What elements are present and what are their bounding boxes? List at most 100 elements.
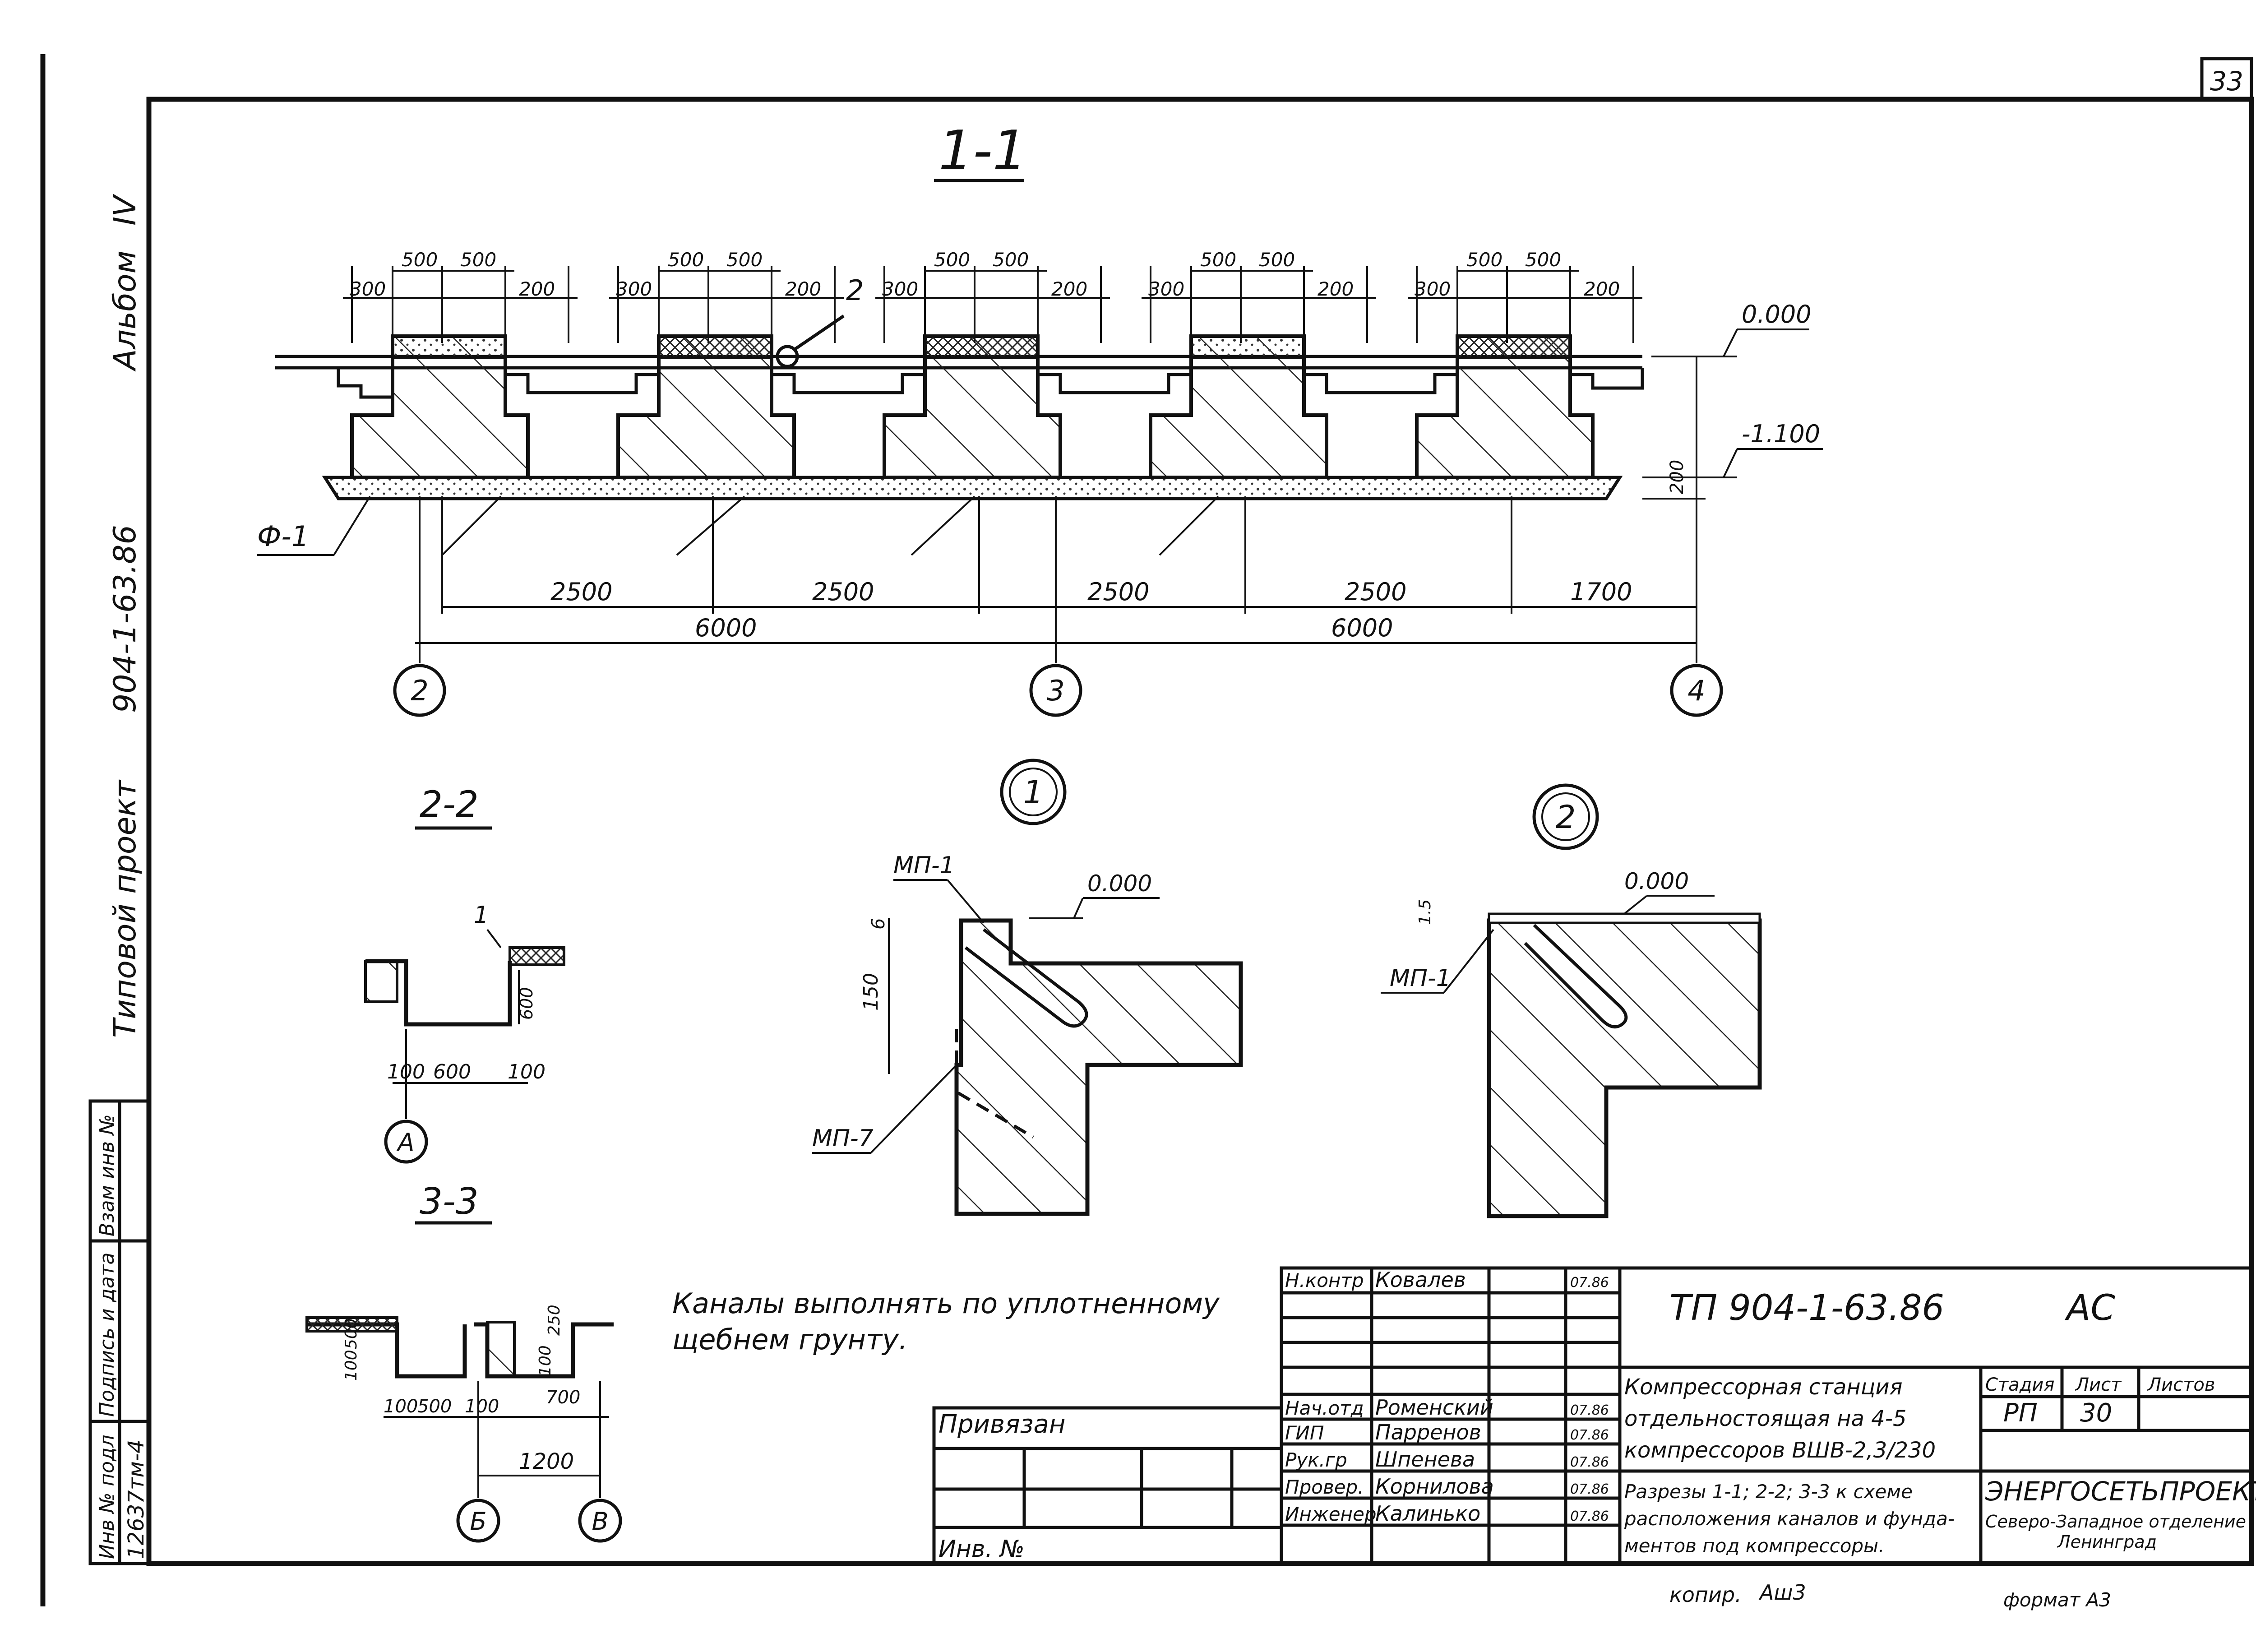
dim-200: 200	[1667, 460, 1687, 494]
channels	[275, 366, 1644, 399]
pit-dim-label: 200	[1318, 278, 1354, 300]
axis-4: 4	[1687, 674, 1705, 707]
callout-2-circle	[776, 345, 799, 368]
axis-v: В	[592, 1507, 608, 1536]
tb-row5-name: Корнилова	[1375, 1474, 1494, 1499]
tb-row6-role: Инженер	[1285, 1503, 1377, 1525]
detail-2-number: 2	[1556, 799, 1576, 836]
pit-dim-label: 500	[726, 249, 763, 271]
tb-row2-role: Нач.отд	[1285, 1397, 1364, 1419]
detail-1-dim150: 150	[860, 973, 883, 1011]
pit-dim-label: 500	[1466, 249, 1502, 271]
tb-sheet-title-2: расположения каналов и фунда-	[1624, 1508, 1955, 1530]
detail-2-elev: 0.000	[1624, 868, 1689, 894]
tb-row3-name: Парренов	[1375, 1420, 1481, 1444]
tb-sheet-title-1: Разрезы 1-1; 2-2; 3-3 к схеме	[1624, 1481, 1913, 1503]
tb-org-sub-2: Ленинград	[2057, 1532, 2157, 1552]
tb-row4-date: 07.86	[1570, 1454, 1609, 1470]
detail-1-mp7: МП-7	[812, 1125, 874, 1152]
pit-dim-label: 500	[1200, 249, 1236, 271]
sheet-number-box	[2200, 57, 2253, 101]
tb-code: ТП 904-1-63.86	[1669, 1288, 1944, 1328]
axis-3-circle	[1029, 664, 1082, 717]
footer-copied: копир.	[1669, 1583, 1742, 1607]
tb-privyazan: Привязан	[938, 1410, 1065, 1439]
section-3-3: 3-3 100 500 100 250 100 500 100 700 1200…	[305, 1180, 622, 1543]
elev-top-label: 0.000	[1742, 300, 1812, 329]
elev-top: 0.000	[1651, 300, 1812, 357]
inv-podl-value: 12637тм-4	[124, 1439, 149, 1559]
pit-dim-label: 500	[402, 249, 438, 271]
tb-sheets-label: Листов	[2147, 1374, 2215, 1395]
axis-b-circle	[456, 1499, 500, 1543]
pit-dim-label: 300	[1148, 278, 1184, 300]
elev-bottom-label: -1.100	[1742, 420, 1820, 448]
sheet-number: 33	[2210, 66, 2243, 97]
callout-2: 2	[846, 274, 864, 307]
section-3-3-title: 3-3	[420, 1180, 479, 1222]
pit-dim-label: 200	[1051, 278, 1087, 300]
dim-h-100b: 100	[465, 1396, 499, 1417]
span-dim-4: 2500	[1345, 578, 1406, 606]
tb-row6-date: 07.86	[1570, 1509, 1609, 1524]
vzam-inv-label: Взам инв №	[96, 1114, 119, 1236]
tb-sheet: 30	[2080, 1398, 2112, 1428]
dim-h-700: 700	[546, 1387, 580, 1408]
pit-dim-label: 500	[934, 249, 970, 271]
callout-1: 1	[474, 902, 489, 929]
dim-h-100a: 100	[384, 1396, 418, 1417]
base-label-f1: Ф-1	[257, 520, 309, 553]
axis-3: 3	[1047, 674, 1064, 707]
pit-dim-label: 500	[460, 249, 496, 271]
signature-date-label: Подпись и дата	[96, 1253, 119, 1417]
title-block: ТП 904-1-63.86 АС Привязан Инв. № Н.конт…	[932, 1266, 2256, 1565]
detail-1-elev: 0.000	[1087, 870, 1152, 897]
dim-600: 600	[433, 1060, 471, 1083]
project-label: Типовой проект	[107, 779, 143, 1038]
dim-v-600: 600	[517, 987, 536, 1020]
note-line-1: Каналы выполнять по уплотненному	[672, 1287, 1220, 1320]
tb-row4-name: Шпенева	[1375, 1447, 1475, 1472]
tb-row5-date: 07.86	[1570, 1481, 1609, 1497]
total-dim-1: 6000	[695, 614, 757, 642]
detail-2-mp1: МП-1	[1390, 965, 1451, 992]
inv-podl-label: Инв № подл	[96, 1435, 119, 1559]
pit-dim-label: 500	[1259, 249, 1295, 271]
tb-org: ЭНЕРГОСЕТЬПРОЕКТ	[1985, 1476, 2256, 1507]
pit-dim-label: 300	[616, 278, 652, 300]
span-dim-2: 2500	[812, 578, 874, 606]
span-dim-1: 2500	[550, 578, 612, 606]
tb-row2-name: Роменский	[1375, 1395, 1493, 1420]
section-2-2: 2-2 1 600 100 600 100 А	[364, 783, 565, 1164]
dim-1200: 1200	[519, 1449, 574, 1474]
axis-2: 2	[411, 674, 428, 707]
footer-format: формат А3	[2003, 1589, 2111, 1611]
tb-stage: РП	[2003, 1398, 2038, 1428]
section-1-1-title: 1-1	[938, 120, 1027, 182]
section-2-2-title: 2-2	[420, 783, 479, 825]
tb-row1-date: 07.86	[1570, 1275, 1609, 1291]
dim-v-100b: 100	[536, 1345, 555, 1376]
axis-a-circle	[384, 1120, 428, 1164]
tb-row3-date: 07.86	[1570, 1427, 1609, 1443]
pit-dim-label: 500	[993, 249, 1029, 271]
left-stamp: Взам инв № Подпись и дата Инв № подл 126…	[88, 1099, 151, 1565]
tb-row3-role: ГИП	[1285, 1422, 1324, 1444]
tb-inv-no: Инв. №	[938, 1536, 1025, 1563]
pit-dim-label: 200	[785, 278, 821, 300]
tb-object-2: отдельностоящая на 4-5	[1624, 1406, 1907, 1431]
pit-dim-label: 500	[1525, 249, 1561, 271]
project-number: 904-1-63.86	[107, 525, 143, 713]
detail-1-number: 1	[1023, 774, 1044, 811]
tb-mark: АС	[2064, 1288, 2115, 1328]
axis-a: А	[397, 1128, 415, 1157]
pit-dim-label: 300	[882, 278, 918, 300]
dim-h-500: 500	[417, 1396, 452, 1417]
tb-row2-date: 07.86	[1570, 1402, 1609, 1418]
tb-row6-name: Калинько	[1375, 1501, 1480, 1526]
tb-sheet-label: Лист	[2075, 1374, 2122, 1395]
album-number: IV	[107, 194, 143, 226]
note-line-2: щебнем грунту.	[672, 1323, 908, 1356]
tb-sheet-title-3: ментов под компрессоры.	[1624, 1535, 1885, 1557]
